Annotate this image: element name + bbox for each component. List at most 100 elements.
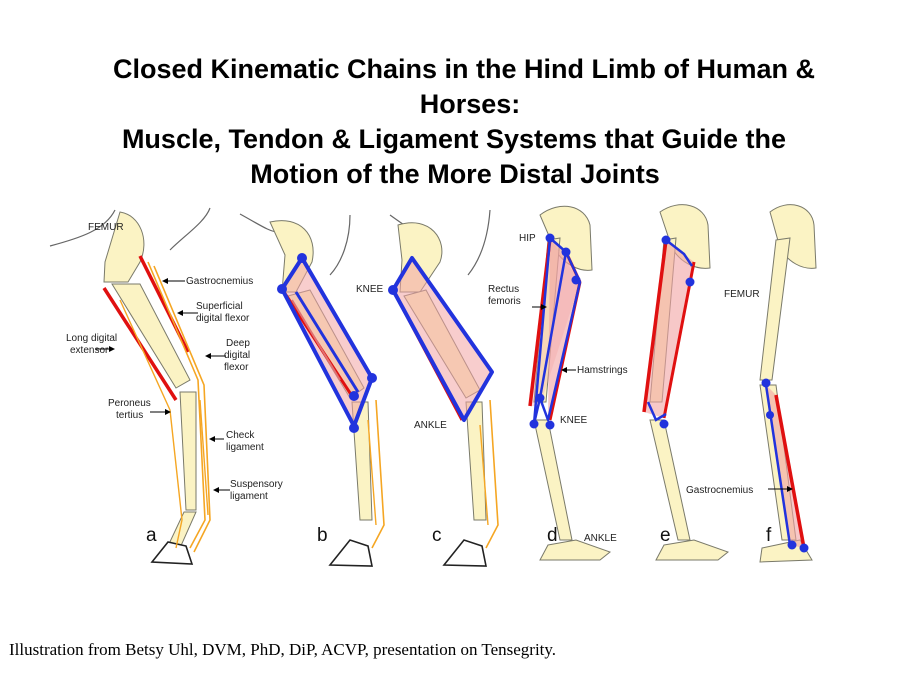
joint-marker xyxy=(349,423,359,433)
tendon-line xyxy=(199,399,209,516)
tendon-line xyxy=(119,299,183,549)
body-outline xyxy=(49,209,116,247)
title-line-1: Closed Kinematic Chains in the Hind Limb… xyxy=(112,54,816,84)
tendon-line xyxy=(479,424,489,526)
label-femur: FEMUR xyxy=(88,222,124,233)
panel-c-horse-limb xyxy=(388,209,499,567)
label-peroneus-tertius: tertius xyxy=(116,410,143,421)
title-line-3: Muscle, Tendon & Ligament Systems that G… xyxy=(121,124,787,154)
slide-title: Closed Kinematic Chains in the Hind Limb… xyxy=(0,52,900,192)
label-ankle: ANKLE xyxy=(414,420,447,431)
hoof xyxy=(442,539,487,567)
kinematic-chain xyxy=(391,256,494,422)
femur-bone xyxy=(759,237,791,381)
annotation-arrows xyxy=(96,278,793,493)
tendon-line xyxy=(371,399,385,549)
chain-fill xyxy=(393,258,492,420)
panel-letter-f: f xyxy=(766,525,772,546)
panel-letter-b: b xyxy=(317,525,328,546)
tibia-bone xyxy=(533,419,573,541)
hoof xyxy=(150,541,194,565)
muscle-line xyxy=(291,299,341,381)
foot-bone xyxy=(539,539,612,561)
joint-marker xyxy=(787,540,797,550)
joint-marker xyxy=(529,419,539,429)
tendon-line xyxy=(485,399,499,549)
body-outline xyxy=(467,209,491,276)
foot-bone xyxy=(655,539,730,561)
joint-marker xyxy=(766,411,774,419)
label-suspensory-ligament: ligament xyxy=(230,491,268,502)
panel-letter-a: a xyxy=(146,525,157,546)
joint-marker xyxy=(535,393,545,403)
joint-marker xyxy=(545,420,555,430)
chain-fill xyxy=(644,240,694,418)
label-knee: KNEE xyxy=(356,284,384,295)
kinematic-chain xyxy=(538,251,568,399)
kinematic-chain xyxy=(294,291,360,393)
label-superficial-digital-flexor: Superficial xyxy=(196,301,243,312)
label-check-ligament: ligament xyxy=(226,442,264,453)
tibia-bone xyxy=(649,419,691,541)
label-deep-digital-flexor: flexor xyxy=(224,362,249,373)
tendon-line xyxy=(153,265,211,553)
limb-illustration: FEMUR Gastrocnemius Superficial digital … xyxy=(49,204,817,567)
panel-f-human-leg xyxy=(759,204,817,563)
label-long-digital-extensor: Long digital xyxy=(66,333,117,344)
body-outline xyxy=(329,214,351,276)
label-deep-digital-flexor: digital xyxy=(224,350,250,361)
label-suspensory-ligament: Suspensory xyxy=(230,479,283,490)
muscle-line xyxy=(642,239,668,413)
label-hip: HIP xyxy=(519,233,536,244)
kinematic-chain xyxy=(665,239,694,267)
label-superficial-digital-flexor: digital flexor xyxy=(196,313,250,324)
joint-marker xyxy=(297,253,307,263)
label-peroneus-tertius: Peroneus xyxy=(108,398,151,409)
kinematic-chain xyxy=(646,401,667,422)
panel-letter-e: e xyxy=(660,525,671,546)
label-rectus-femoris: Rectus xyxy=(488,284,519,295)
label-gastrocnemius: Gastrocnemius xyxy=(186,276,253,287)
label-rectus-femoris: femoris xyxy=(488,296,521,307)
panel-letter-c: c xyxy=(432,525,442,546)
panel-a-horse-limb xyxy=(49,207,211,565)
body-outline xyxy=(169,207,211,251)
chain-fill xyxy=(766,385,804,548)
joint-marker xyxy=(571,275,581,285)
joint-marker xyxy=(388,285,398,295)
joint-marker xyxy=(661,235,671,245)
chain-fill xyxy=(530,238,580,406)
panel-letter-d: d xyxy=(547,525,558,546)
joint-marker xyxy=(349,391,359,401)
femur-bone xyxy=(103,211,145,283)
label-check-ligament: Check xyxy=(226,430,255,441)
joint-marker xyxy=(761,378,771,388)
panel-e-human-leg xyxy=(642,204,730,561)
label-gastrocnemius: Gastrocnemius xyxy=(686,485,753,496)
label-femur: FEMUR xyxy=(724,289,760,300)
label-hamstrings: Hamstrings xyxy=(577,365,628,376)
text-labels: FEMUR Gastrocnemius Superficial digital … xyxy=(66,222,772,546)
joint-marker xyxy=(545,233,555,243)
gastrocnemius-muscle-line xyxy=(774,394,806,549)
label-ankle: ANKLE xyxy=(584,533,617,544)
panel-d-human-leg xyxy=(528,205,612,561)
tibia-bone xyxy=(111,283,191,389)
joint-marker xyxy=(659,419,669,429)
hoof xyxy=(328,539,373,567)
panel-b-horse-limb xyxy=(239,213,385,567)
label-long-digital-extensor: extensor xyxy=(70,345,109,356)
cannon-bone xyxy=(179,391,197,511)
label-knee: KNEE xyxy=(560,415,588,426)
joint-marker xyxy=(799,543,809,553)
joint-marker xyxy=(277,284,287,294)
title-line-4: Motion of the More Distal Joints xyxy=(250,159,660,189)
title-line-2: Horses: xyxy=(419,89,521,119)
muscle-line xyxy=(662,261,696,419)
joint-marker xyxy=(685,277,695,287)
image-caption: Illustration from Betsy Uhl, DVM, PhD, D… xyxy=(9,640,557,659)
label-deep-digital-flexor: Deep xyxy=(226,338,250,349)
tendon-line xyxy=(367,419,377,526)
joint-marker xyxy=(561,247,571,257)
joint-marker xyxy=(367,373,377,383)
